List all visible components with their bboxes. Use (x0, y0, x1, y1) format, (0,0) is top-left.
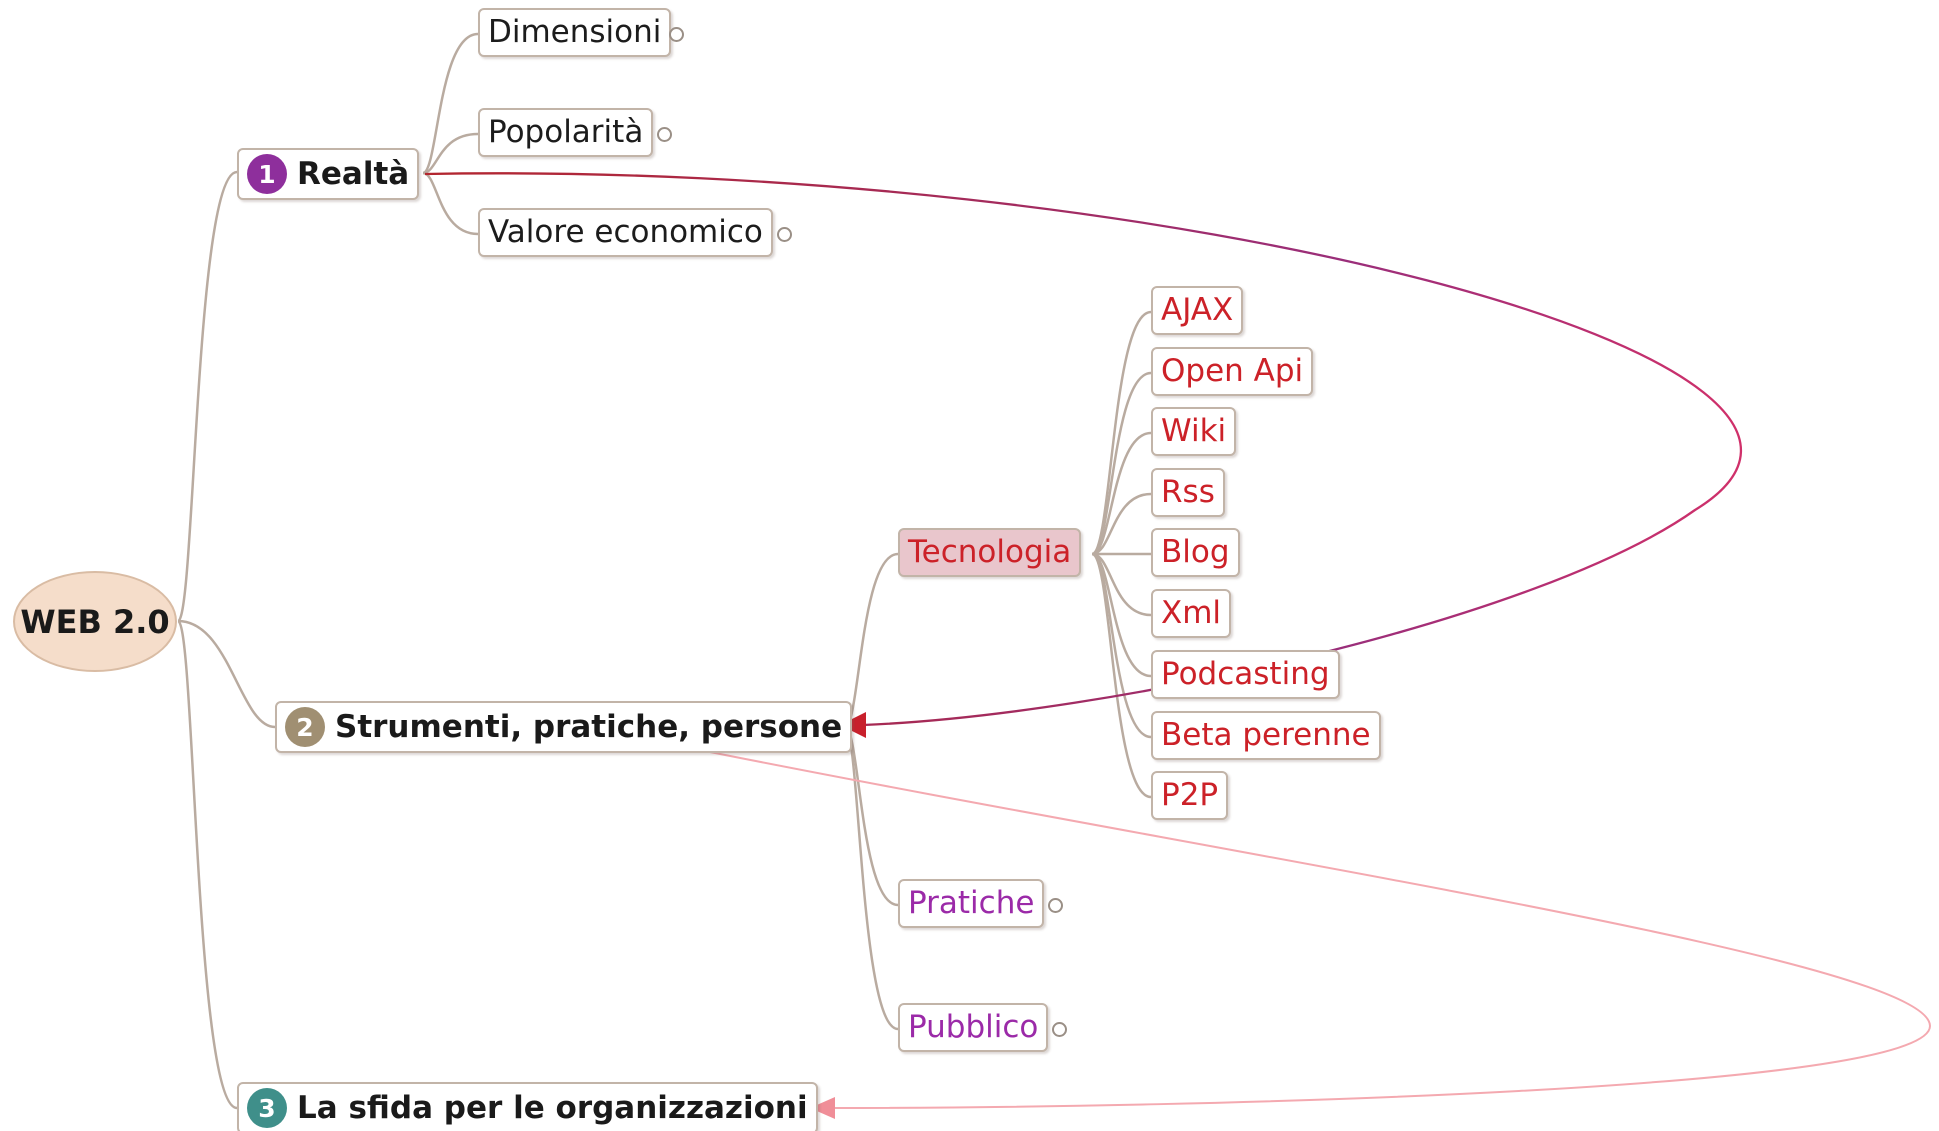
topic-sfida[interactable]: 3 La sfida per le organizzazioni (237, 1082, 818, 1131)
relationship-arrowhead (810, 1097, 835, 1119)
central-topic[interactable]: WEB 2.0 (13, 571, 177, 672)
leaf-rss[interactable]: Rss (1151, 468, 1225, 517)
subtopic-label: Pubblico (908, 1009, 1039, 1045)
branch-line (422, 171, 479, 236)
topic-strumenti[interactable]: 2 Strumenti, pratiche, persone (275, 701, 853, 753)
subtopic-pratiche[interactable]: Pratiche (898, 879, 1045, 928)
leaf-blog[interactable]: Blog (1151, 528, 1240, 577)
branch-line (177, 619, 276, 729)
branch-line (1091, 552, 1152, 799)
topic-realta[interactable]: 1 Realtà (237, 148, 420, 200)
relationship-line-strumenti-sfida (699, 749, 1932, 1109)
relationship-arrowhead (840, 712, 866, 738)
collapse-toggle-icon[interactable] (1052, 1022, 1067, 1037)
number-2-icon: 2 (285, 707, 325, 747)
central-topic-label: WEB 2.0 (20, 602, 170, 641)
leaf-label: Wiki (1161, 413, 1227, 449)
number-1-icon: 1 (247, 154, 287, 194)
topic-sfida-label: La sfida per le organizzazioni (297, 1089, 808, 1126)
branch-line (1091, 371, 1152, 556)
subtopic-pubblico[interactable]: Pubblico (898, 1003, 1049, 1052)
collapse-toggle-icon[interactable] (669, 27, 684, 42)
leaf-label: Open Api (1161, 353, 1304, 389)
branch-line (843, 725, 899, 1031)
subtopic-tecnologia[interactable]: Tecnologia (898, 528, 1082, 577)
collapse-toggle-icon[interactable] (1048, 898, 1063, 913)
subtopic-label: Dimensioni (488, 14, 662, 50)
topic-realta-label: Realtà (297, 155, 410, 192)
branch-line (1091, 552, 1152, 739)
leaf-beta-perenne[interactable]: Beta perenne (1151, 711, 1381, 760)
subtopic-label: Popolarità (488, 114, 644, 150)
branch-line (176, 170, 238, 623)
leaf-p2p[interactable]: P2P (1151, 771, 1229, 820)
subtopic-label: Tecnologia (908, 534, 1072, 570)
leaf-label: Rss (1161, 474, 1215, 510)
leaf-label: Beta perenne (1161, 717, 1371, 753)
branch-line (1091, 310, 1152, 556)
leaf-wiki[interactable]: Wiki (1151, 407, 1237, 456)
subtopic-dimensioni[interactable]: Dimensioni (478, 8, 672, 57)
topic-strumenti-label: Strumenti, pratiche, persone (335, 708, 843, 745)
leaf-label: Podcasting (1161, 656, 1330, 692)
subtopic-label: Pratiche (908, 885, 1035, 921)
branch-line (1091, 431, 1152, 556)
leaf-podcasting[interactable]: Podcasting (1151, 650, 1340, 699)
subtopic-valore-economico[interactable]: Valore economico (478, 208, 773, 257)
leaf-open-api[interactable]: Open Api (1151, 347, 1314, 396)
branch-line (422, 132, 479, 175)
leaf-label: Blog (1161, 534, 1230, 570)
branch-line (422, 32, 479, 175)
branch-line (844, 552, 899, 729)
branch-line (1091, 492, 1152, 556)
leaf-label: Xml (1161, 595, 1222, 631)
collapse-toggle-icon[interactable] (657, 127, 672, 142)
branch-line (176, 619, 238, 1110)
subtopic-popolarita[interactable]: Popolarità (478, 108, 654, 157)
subtopic-label: Valore economico (488, 214, 763, 250)
leaf-label: AJAX (1161, 292, 1234, 328)
collapse-toggle-icon[interactable] (777, 227, 792, 242)
leaf-label: P2P (1161, 777, 1219, 813)
leaf-ajax[interactable]: AJAX (1151, 286, 1244, 335)
leaf-xml[interactable]: Xml (1151, 589, 1232, 638)
number-3-icon: 3 (247, 1088, 287, 1128)
